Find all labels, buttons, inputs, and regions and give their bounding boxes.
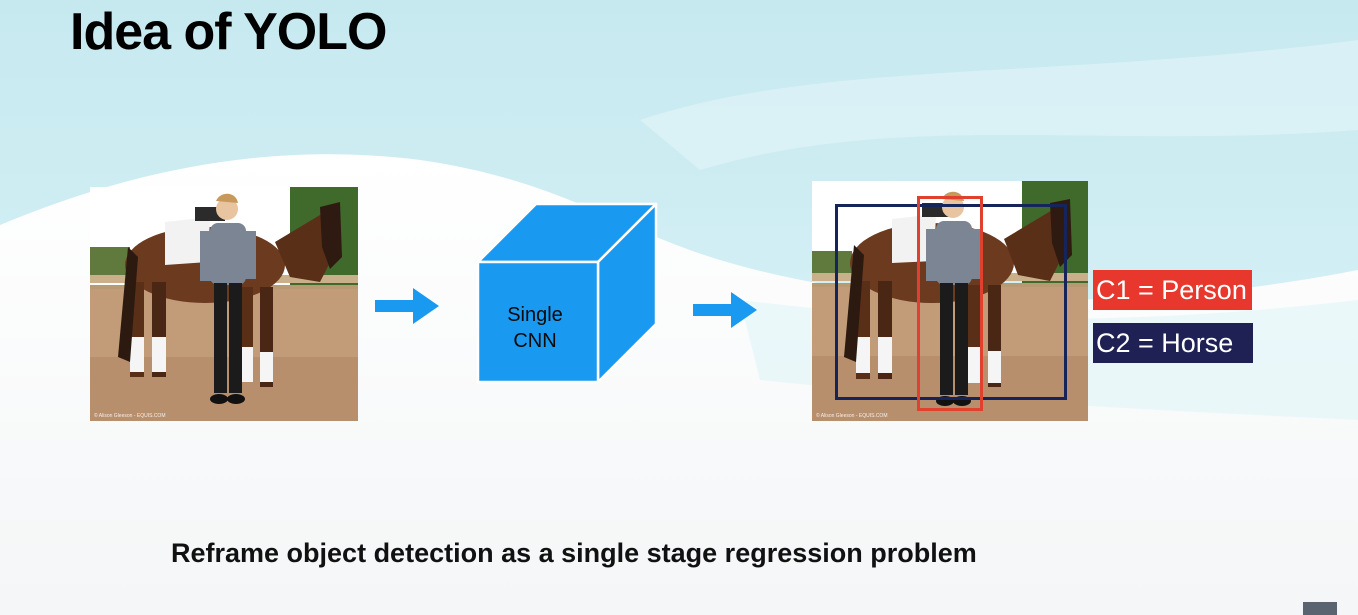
input-photo: © Alison Gleeson - EQUIS.COM bbox=[90, 187, 358, 421]
output-photo-credit: © Alison Gleeson - EQUIS.COM bbox=[816, 413, 888, 419]
corner-thumbnail bbox=[1303, 602, 1337, 615]
cnn-label-line1: Single bbox=[507, 304, 563, 326]
arrow-right-icon bbox=[375, 288, 439, 324]
output-photo-illustration bbox=[812, 181, 1088, 421]
input-photo-illustration bbox=[90, 187, 358, 421]
bounding-box-person bbox=[917, 196, 983, 411]
slide-subtitle: Reframe object detection as a single sta… bbox=[171, 538, 977, 568]
slide-title: Idea of YOLO bbox=[70, 3, 387, 61]
input-photo-credit: © Alison Gleeson - EQUIS.COM bbox=[94, 413, 166, 419]
cnn-cube-icon bbox=[476, 202, 658, 384]
class-label-person: C1 = Person bbox=[1093, 270, 1252, 310]
cnn-label-line2: CNN bbox=[513, 330, 557, 352]
output-photo: © Alison Gleeson - EQUIS.COM bbox=[812, 181, 1088, 421]
bounding-box-horse bbox=[835, 204, 1067, 400]
class-label-horse: C2 = Horse bbox=[1093, 323, 1253, 363]
cnn-label: Single CNN bbox=[476, 302, 594, 354]
arrow-right-icon bbox=[693, 292, 757, 328]
